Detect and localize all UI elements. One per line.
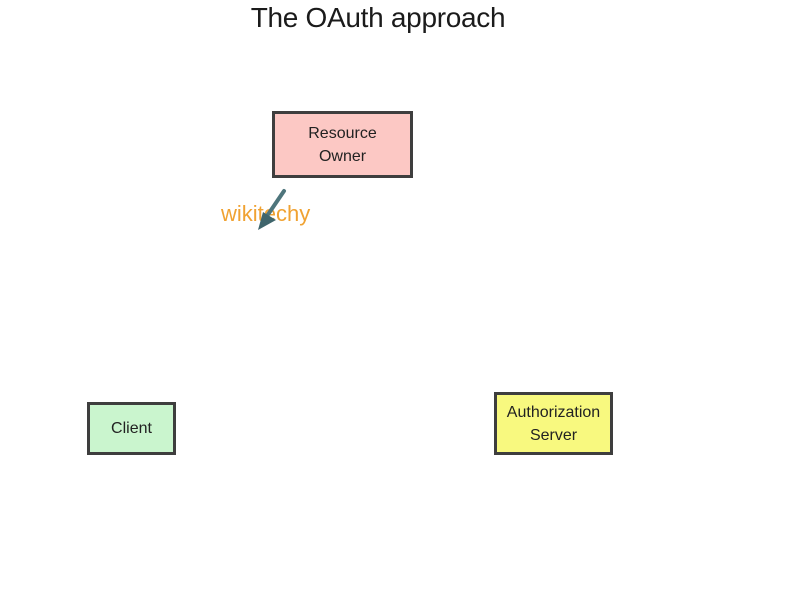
node-resource-owner-label-line2: Owner [318,147,367,165]
node-resource-owner: Resource Owner [272,111,413,178]
node-client: Client [87,402,176,455]
pen-down-left-arrow-icon [258,189,286,230]
node-authorization-server: Authorization Server [494,392,613,455]
node-authorization-server-label-line2: Server [529,426,578,444]
node-resource-owner-label-line1: Resource [308,124,377,142]
node-client-label: Client [111,420,152,437]
diagram-title: The OAuth approach [250,2,506,33]
node-authorization-server-label-line1: Authorization [506,403,601,421]
